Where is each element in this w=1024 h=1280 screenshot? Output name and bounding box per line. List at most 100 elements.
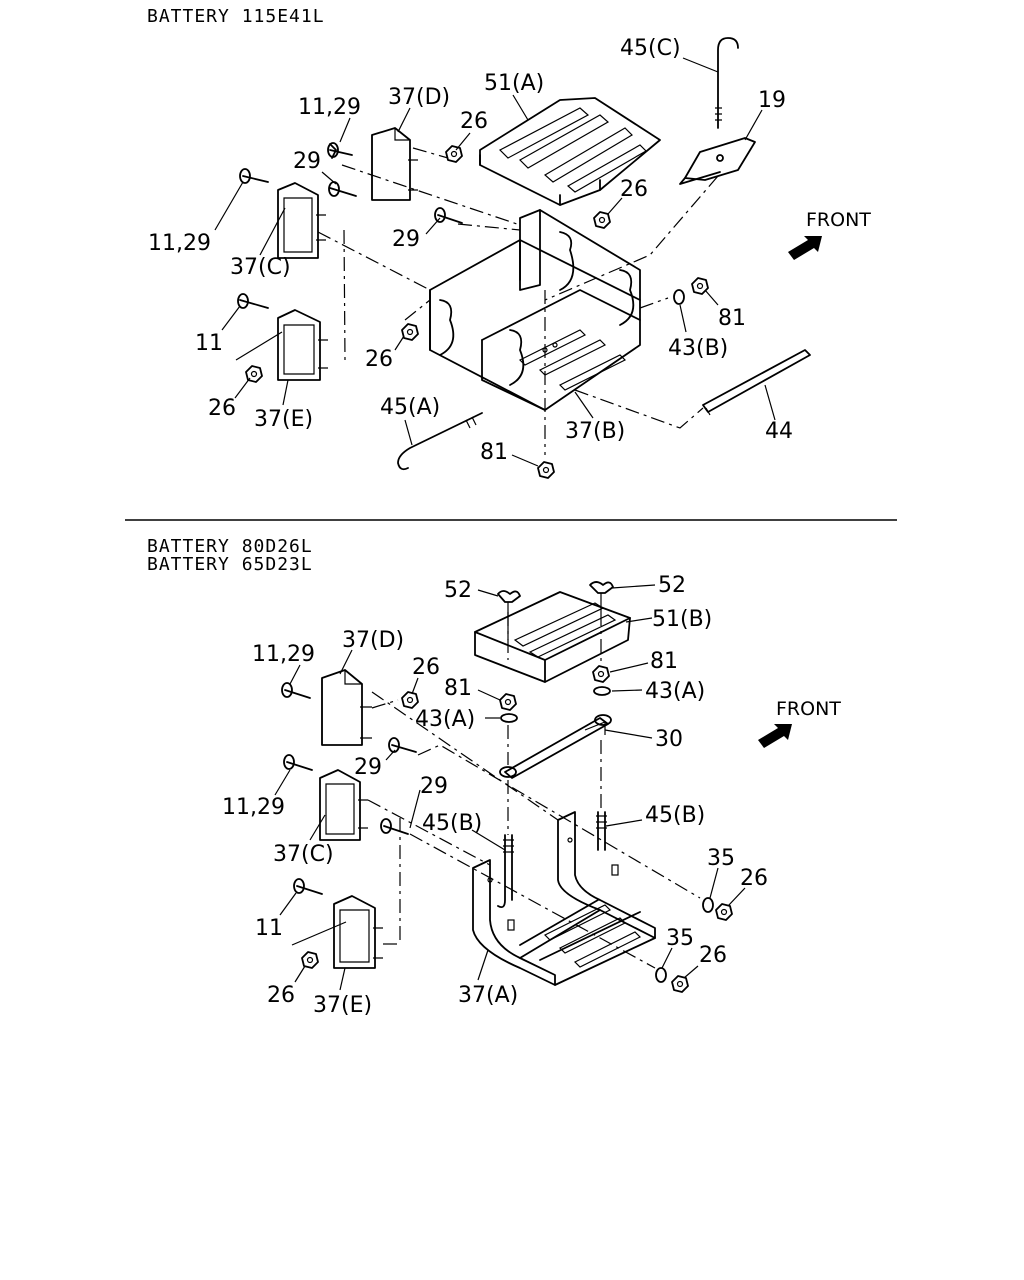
front-arrow-icon-1 (788, 236, 822, 260)
bolt-29-a (388, 737, 417, 753)
callout-45c: 45(C) (620, 36, 681, 61)
battery-tray-37b (429, 209, 641, 411)
callout-35: 35 (707, 846, 735, 871)
callout-52: 52 (658, 573, 686, 598)
callout-19: 19 (758, 88, 786, 113)
callout-11: 11 (255, 916, 283, 941)
battery-cover-51b (474, 591, 631, 683)
leader (744, 109, 763, 141)
callout-81: 81 (444, 676, 472, 701)
nut-81-right (691, 277, 709, 295)
callout-45b: 45(B) (422, 811, 482, 836)
front-label-2: FRONT (776, 698, 841, 720)
callout-52: 52 (444, 578, 472, 603)
callout-43a: 43(A) (415, 707, 475, 732)
leader (574, 391, 594, 419)
rod-44 (702, 349, 811, 416)
callout-37c: 37(C) (230, 255, 291, 280)
alignment-line (341, 164, 521, 226)
alignment-line (457, 223, 521, 231)
callout-51a: 51(A) (484, 71, 544, 96)
leader (282, 379, 289, 406)
leader (709, 867, 719, 899)
hook-bolt-45c (715, 37, 739, 129)
leader (274, 769, 291, 796)
leader (682, 57, 719, 73)
leader (339, 967, 346, 991)
bolt-11-29-left (283, 754, 313, 771)
callout-26: 26 (740, 866, 768, 891)
alignment-line (417, 744, 701, 899)
alignment-line (639, 297, 669, 309)
callout-26: 26 (699, 943, 727, 968)
washer-43a-right (593, 686, 611, 696)
leader (397, 107, 411, 133)
callout-26: 26 (365, 347, 393, 372)
callout-35: 35 (666, 926, 694, 951)
callout-51b: 51(B) (652, 607, 712, 632)
alignment-line (367, 799, 491, 866)
leader (309, 814, 326, 841)
callout-37b: 37(B) (565, 419, 625, 444)
battery-tray-37a (472, 811, 656, 986)
clamp-37d (371, 127, 418, 201)
section-1-header: BATTERY 115E41L (147, 6, 325, 27)
leader (289, 664, 301, 685)
callout-45b: 45(B) (645, 803, 705, 828)
leader (259, 207, 286, 256)
washer-43b (673, 289, 685, 305)
callout-26: 26 (460, 109, 488, 134)
leader (455, 132, 471, 151)
leader (605, 819, 643, 827)
alignment-line (574, 389, 704, 429)
washer-43a-left (500, 713, 518, 723)
callout-29: 29 (293, 149, 321, 174)
leader (294, 965, 306, 983)
leader (471, 829, 506, 851)
nut-26-right-lower (671, 975, 689, 993)
bolt-11 (293, 878, 323, 895)
leader (477, 949, 489, 981)
bolt-29-b (434, 207, 463, 224)
alignment-line (371, 691, 559, 821)
leader (234, 377, 251, 399)
alignment-line (544, 175, 719, 301)
bolt-11-29-upper (327, 142, 353, 159)
nut-81-left (499, 693, 517, 711)
callout-11-29: 11,29 (252, 642, 315, 667)
nut-26-top (445, 145, 463, 163)
alignment-line (371, 699, 399, 709)
callout-11-29: 11,29 (298, 95, 361, 120)
rod-45b-left (497, 834, 514, 909)
callout-26: 26 (620, 177, 648, 202)
clamp-37c (319, 769, 368, 841)
callout-29: 29 (420, 774, 448, 799)
alignment-line (404, 299, 431, 321)
callout-11-29: 11,29 (222, 795, 285, 820)
washer-35-lower (655, 967, 667, 983)
callout-37d: 37(D) (342, 628, 404, 653)
front-label-1: FRONT (806, 209, 871, 231)
callout-37d: 37(D) (388, 85, 450, 110)
hook-bolt-45a (397, 412, 483, 471)
callout-81: 81 (480, 440, 508, 465)
alignment-line (409, 833, 656, 969)
leader (409, 789, 421, 829)
leader (609, 662, 649, 673)
front-arrow-icon-2 (758, 724, 792, 748)
callout-43a: 43(A) (645, 679, 705, 704)
leader (339, 649, 353, 675)
callout-43b: 43(B) (668, 336, 728, 361)
callout-37c: 37(C) (273, 842, 334, 867)
leader (611, 584, 656, 589)
leader (279, 892, 297, 916)
section-2-header-2: BATTERY 65D23L (147, 554, 313, 575)
bolt-11-29-upper (281, 682, 311, 699)
washer-35-upper (702, 897, 714, 913)
leader (214, 181, 244, 231)
callout-26: 26 (267, 983, 295, 1008)
leader (704, 289, 719, 306)
alignment-line (343, 229, 346, 361)
leader (221, 305, 241, 331)
